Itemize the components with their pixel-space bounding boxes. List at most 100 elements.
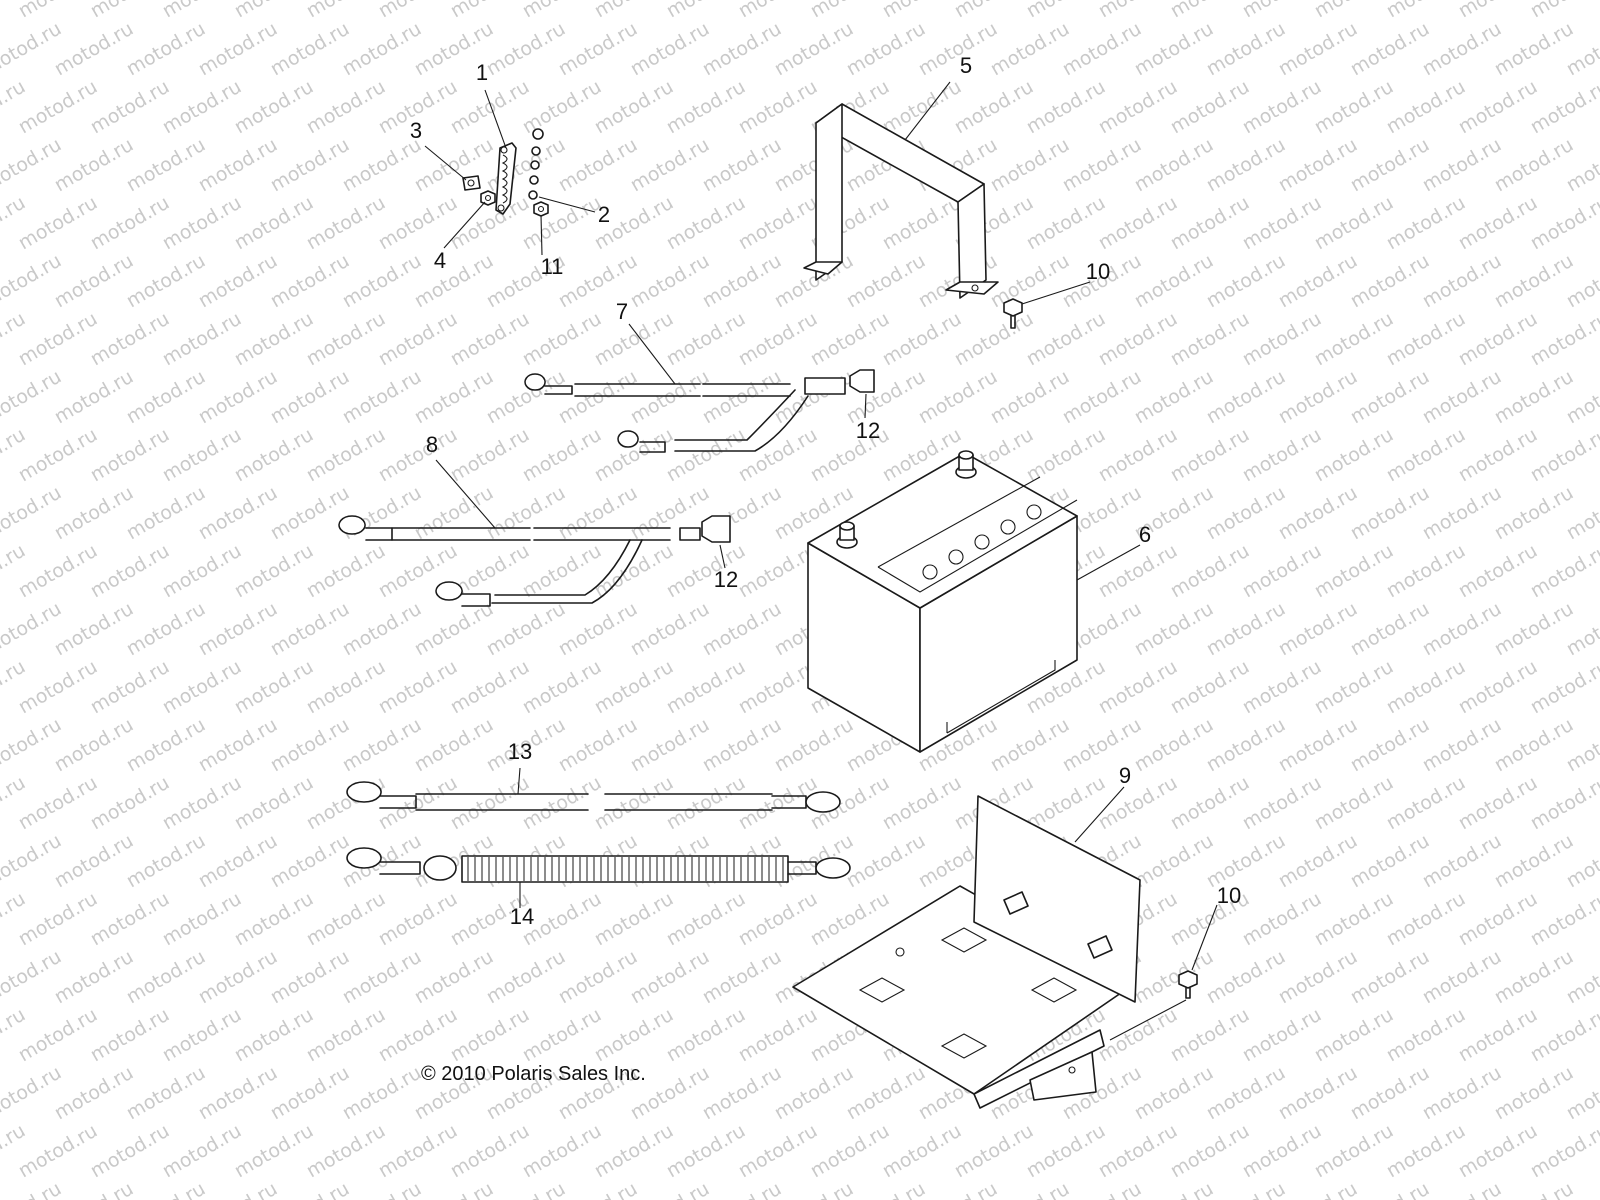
watermark-text: motod.ru: [1527, 656, 1600, 719]
watermark-text: motod.ru: [303, 192, 389, 255]
watermark-text: motod.ru: [1419, 714, 1505, 777]
watermark-text: motod.ru: [627, 946, 713, 1009]
watermark-text: motod.ru: [1203, 18, 1289, 81]
watermark-text: motod.ru: [1347, 366, 1433, 429]
watermark-text: motod.ru: [1383, 424, 1469, 487]
callout-9: 9: [1119, 763, 1131, 788]
watermark-text: motod.ru: [87, 1120, 173, 1183]
watermark-text: motod.ru: [555, 482, 641, 545]
watermark-text: motod.ru: [519, 540, 605, 603]
watermark-text: motod.ru: [1311, 308, 1397, 371]
battery-cable-8: [338, 515, 731, 607]
watermark-text: motod.ru: [1491, 714, 1577, 777]
watermark-text: motod.ru: [159, 76, 245, 139]
watermark-text: motod.ru: [1203, 1062, 1289, 1125]
watermark-text: motod.ru: [51, 482, 137, 545]
watermark-text: motod.ru: [51, 598, 137, 661]
watermark-text: motod.ru: [1383, 656, 1469, 719]
watermark-text: motod.ru: [663, 656, 749, 719]
watermark-text: motod.ru: [231, 76, 317, 139]
watermark-text: motod.ru: [447, 656, 533, 719]
watermark-text: motod.ru: [123, 598, 209, 661]
watermark-text: motod.ru: [1347, 250, 1433, 313]
watermark-text: motod.ru: [1383, 772, 1469, 835]
watermark-text: motod.ru: [339, 946, 425, 1009]
watermark-text: motod.ru: [1203, 134, 1289, 197]
watermark-text: motod.ru: [771, 18, 857, 81]
watermark-text: motod.ru: [339, 366, 425, 429]
watermark-text: motod.ru: [1239, 540, 1325, 603]
watermark-text: motod.ru: [879, 1120, 965, 1183]
watermark-text: motod.ru: [1167, 192, 1253, 255]
watermark-text: motod.ru: [627, 18, 713, 81]
watermark-text: motod.ru: [195, 482, 281, 545]
watermark-text: motod.ru: [879, 308, 965, 371]
watermark-text: motod.ru: [1347, 482, 1433, 545]
watermark-text: motod.ru: [1203, 366, 1289, 429]
watermark-text: motod.ru: [699, 134, 785, 197]
watermark-text: motod.ru: [15, 192, 101, 255]
watermark-text: motod.ru: [411, 366, 497, 429]
watermark-text: motod.ru: [483, 366, 569, 429]
watermark-text: motod.ru: [1275, 946, 1361, 1009]
watermark-text: motod.ru: [987, 134, 1073, 197]
watermark-text: motod.ru: [159, 656, 245, 719]
watermark-text: motod.ru: [735, 308, 821, 371]
watermark-text: motod.ru: [1095, 540, 1181, 603]
watermark-text: motod.ru: [699, 366, 785, 429]
watermark-text: motod.ru: [87, 424, 173, 487]
watermark-text: motod.ru: [1275, 250, 1361, 313]
battery-hold-down-strap: [803, 103, 999, 299]
watermark-text: motod.ru: [1275, 134, 1361, 197]
watermark-text: motod.ru: [1311, 192, 1397, 255]
watermark-text: motod.ru: [123, 482, 209, 545]
watermark-text: motod.ru: [1131, 366, 1217, 429]
watermark-text: motod.ru: [1167, 1120, 1253, 1183]
watermark-text: motod.ru: [1203, 714, 1289, 777]
watermark-text: motod.ru: [1095, 772, 1181, 835]
watermark-text: motod.ru: [51, 946, 137, 1009]
watermark-text: motod.ru: [1347, 598, 1433, 661]
watermark-text: motod.ru: [231, 656, 317, 719]
watermark-text: motod.ru: [627, 134, 713, 197]
watermark-text: motod.ru: [195, 18, 281, 81]
watermark-text: motod.ru: [771, 714, 857, 777]
watermark-text: motod.ru: [1527, 1004, 1600, 1067]
watermark-text: motod.ru: [1383, 308, 1469, 371]
watermark-text: motod.ru: [807, 308, 893, 371]
watermark-text: motod.ru: [51, 1062, 137, 1125]
watermark-text: motod.ru: [375, 192, 461, 255]
watermark-text: motod.ru: [231, 540, 317, 603]
watermark-text: motod.ru: [87, 656, 173, 719]
watermark-text: motod.ru: [1311, 772, 1397, 835]
watermark-text: motod.ru: [1239, 424, 1325, 487]
callout-4: 4: [434, 248, 446, 273]
watermark-text: motod.ru: [699, 1062, 785, 1125]
watermark-text: motod.ru: [159, 888, 245, 951]
bolt-lower: [1178, 970, 1198, 999]
watermark-text: motod.ru: [1275, 1062, 1361, 1125]
watermark-text: motod.ru: [87, 192, 173, 255]
watermark-text: motod.ru: [1419, 250, 1505, 313]
watermark-text: motod.ru: [1131, 830, 1217, 893]
watermark-text: motod.ru: [1383, 540, 1469, 603]
watermark-text: motod.ru: [87, 308, 173, 371]
watermark-text: motod.ru: [519, 424, 605, 487]
watermark-text: motod.ru: [1023, 192, 1109, 255]
watermark-text: motod.ru: [1455, 1120, 1541, 1183]
watermark-text: motod.ru: [555, 366, 641, 429]
watermark-text: motod.ru: [15, 1004, 101, 1067]
watermark-text: motod.ru: [159, 772, 245, 835]
watermark-text: motod.ru: [1491, 366, 1577, 429]
watermark-text: motod.ru: [951, 308, 1037, 371]
watermark-text: motod.ru: [1311, 424, 1397, 487]
watermark-text: motod.ru: [519, 772, 605, 835]
watermark-text: motod.ru: [303, 772, 389, 835]
watermark-text: motod.ru: [1131, 714, 1217, 777]
watermark-text: motod.ru: [1527, 888, 1600, 951]
watermark-text: motod.ru: [159, 540, 245, 603]
callout-6: 6: [1139, 522, 1151, 547]
watermark-text: motod.ru: [879, 192, 965, 255]
watermark-text: motod.ru: [1239, 772, 1325, 835]
